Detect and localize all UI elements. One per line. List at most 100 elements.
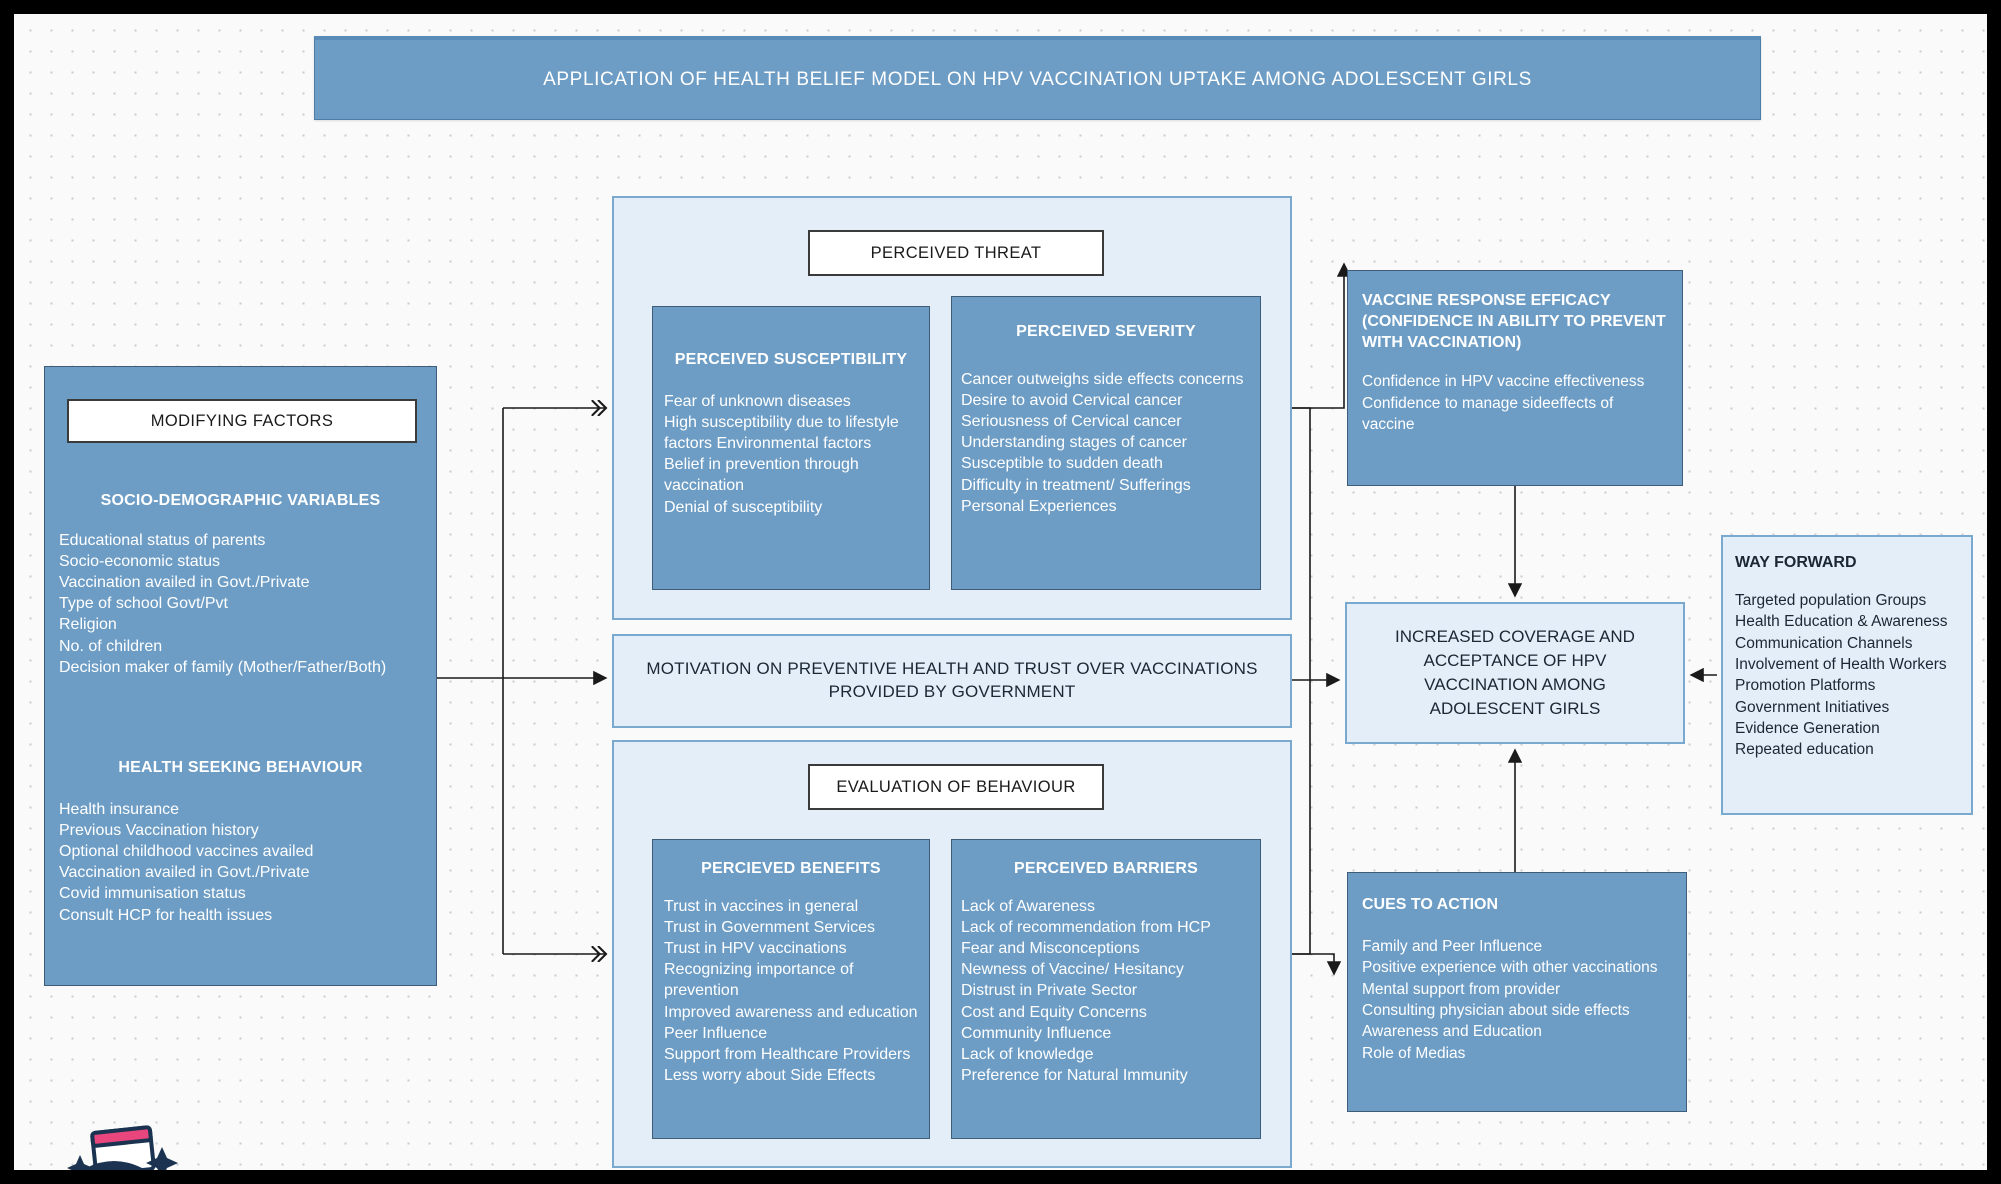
perceived-benefits-list: Trust in vaccines in general Trust in Go… xyxy=(664,896,929,1086)
decorative-sticker-icon xyxy=(67,1125,178,1170)
way-forward-title: WAY FORWARD xyxy=(1735,554,1857,571)
list-item: Family and Peer Influence xyxy=(1362,937,1543,955)
efficacy-list: Confidence in HPV vaccine effectiveness … xyxy=(1362,371,1682,435)
page-title: APPLICATION OF HEALTH BELIEF MODEL ON HP… xyxy=(314,36,1761,120)
list-item: Desire to avoid Cervical cancer xyxy=(961,392,1183,410)
list-item: Confidence in HPV vaccine effectiveness xyxy=(1362,373,1645,391)
perceived-benefits-title: PERCIEVED BENEFITS xyxy=(701,860,881,877)
list-item: Confidence to manage sideeffects of xyxy=(1362,394,1614,412)
list-item: Role of Medias xyxy=(1362,1044,1466,1062)
list-item: Consulting physician about side effects xyxy=(1362,1001,1630,1019)
list-item: Cancer outweighs side effects concerns xyxy=(961,371,1244,388)
evaluation-of-behaviour-group: EVALUATION OF BEHAVIOUR PERCIEVED BENEFI… xyxy=(612,740,1292,1168)
list-item: Socio-economic status xyxy=(59,553,220,571)
cues-to-action-title: CUES TO ACTION xyxy=(1362,896,1499,913)
perceived-susceptibility-box: PERCEIVED SUSCEPTIBILITY Fear of unknown… xyxy=(652,306,930,590)
diagram-canvas: APPLICATION OF HEALTH BELIEF MODEL ON HP… xyxy=(14,14,1987,1170)
list-item: Positive experience with other vaccinati… xyxy=(1362,959,1658,977)
list-item: Type of school Govt/Pvt xyxy=(59,595,228,613)
efficacy-title-line: (CONFIDENCE IN ABILITY TO PREVENT xyxy=(1362,312,1666,330)
list-item: Belief in prevention through xyxy=(664,456,859,474)
perceived-barriers-title: PERCEIVED BARRIERS xyxy=(1013,860,1199,877)
perceived-susceptibility-list: Fear of unknown diseases High susceptibi… xyxy=(664,391,929,518)
list-item: Fear of unknown diseases xyxy=(664,393,851,410)
goal-box: INCREASED COVERAGE AND ACCEPTANCE OF HPV… xyxy=(1345,602,1685,744)
socio-demographic-title: SOCIO-DEMOGRAPHIC VARIABLES xyxy=(100,492,381,509)
perceived-susceptibility-title: PERCEIVED SUSCEPTIBILITY xyxy=(674,351,908,368)
motivation-box: MOTIVATION ON PREVENTIVE HEALTH AND TRUS… xyxy=(612,634,1292,728)
list-item: Preference for Natural Immunity xyxy=(961,1066,1188,1084)
list-item: Religion xyxy=(59,616,117,634)
perceived-threat-group: PERCEIVED THREAT PERCEIVED SUSCEPTIBILIT… xyxy=(612,196,1292,620)
list-item: Trust in vaccines in general xyxy=(664,898,859,915)
modifying-factors-panel: MODIFYING FACTORS SOCIO-DEMOGRAPHIC VARI… xyxy=(44,366,437,986)
list-item: Peer Influence xyxy=(664,1024,768,1042)
list-item: Lack of Awareness xyxy=(961,898,1096,915)
perceived-severity-box: PERCEIVED SEVERITY Cancer outweighs side… xyxy=(951,296,1261,590)
list-item: Educational status of parents xyxy=(59,532,266,549)
list-item: Understanding stages of cancer xyxy=(961,434,1187,452)
list-item: Recognizing importance of xyxy=(664,961,854,979)
list-item: vaccine xyxy=(1362,416,1415,434)
list-item: Distrust in Private Sector xyxy=(961,982,1138,1000)
perceived-severity-list: Cancer outweighs side effects concerns D… xyxy=(961,369,1260,517)
cues-to-action-list: Family and Peer Influence Positive exper… xyxy=(1362,936,1686,1064)
list-item: factors Environmental factors xyxy=(664,435,872,453)
list-item: Repeated education xyxy=(1735,741,1874,759)
list-item: Trust in HPV vaccinations xyxy=(664,940,847,958)
list-item: Involvement of Health Workers xyxy=(1735,655,1947,673)
efficacy-title-line: WITH VACCINATION) xyxy=(1362,333,1522,351)
list-item: Denial of susceptibility xyxy=(664,498,823,516)
health-seeking-title: HEALTH SEEKING BEHAVIOUR xyxy=(118,759,363,776)
list-item: Health insurance xyxy=(59,801,180,818)
list-item: Trust in Government Services xyxy=(664,919,876,937)
modifying-factors-header: MODIFYING FACTORS xyxy=(67,399,417,443)
perceived-severity-title: PERCEIVED SEVERITY xyxy=(1016,323,1196,340)
list-item: Promotion Platforms xyxy=(1735,677,1876,695)
list-item: No. of children xyxy=(59,637,163,655)
vaccine-response-efficacy-box: VACCINE RESPONSE EFFICACY (CONFIDENCE IN… xyxy=(1347,270,1683,486)
list-item: Newness of Vaccine/ Hesitancy xyxy=(961,961,1184,979)
list-item: vaccination xyxy=(664,477,745,495)
list-item: Susceptible to sudden death xyxy=(961,455,1163,473)
list-item: Difficulty in treatment/ Sufferings xyxy=(961,476,1191,494)
list-item: Cost and Equity Concerns xyxy=(961,1003,1147,1021)
list-item: prevention xyxy=(664,982,739,1000)
evaluation-of-behaviour-header: EVALUATION OF BEHAVIOUR xyxy=(808,764,1104,810)
list-item: Covid immunisation status xyxy=(59,885,246,903)
list-item: High susceptibility due to lifestyle xyxy=(664,414,899,432)
list-item: Consult HCP for health issues xyxy=(59,906,273,924)
perceived-threat-header: PERCEIVED THREAT xyxy=(808,230,1104,276)
list-item: Targeted population Groups xyxy=(1735,591,1927,609)
list-item: Improved awareness and education xyxy=(664,1003,918,1021)
perceived-barriers-box: PERCEIVED BARRIERS Lack of Awareness Lac… xyxy=(951,839,1261,1139)
cues-to-action-box: CUES TO ACTION Family and Peer Influence… xyxy=(1347,872,1687,1112)
list-item: Awareness and Education xyxy=(1362,1023,1542,1041)
list-item: Mental support from provider xyxy=(1362,980,1561,998)
list-item: Lack of recommendation from HCP xyxy=(961,919,1211,937)
list-item: Communication Channels xyxy=(1735,634,1913,652)
socio-demographic-list: Educational status of parents Socio-econ… xyxy=(59,530,386,678)
list-item: Seriousness of Cervical cancer xyxy=(961,413,1182,431)
list-item: Decision maker of family (Mother/Father/… xyxy=(59,658,387,676)
list-item: Support from Healthcare Providers xyxy=(664,1045,911,1063)
list-item: Lack of knowledge xyxy=(961,1045,1094,1063)
perceived-benefits-box: PERCIEVED BENEFITS Trust in vaccines in … xyxy=(652,839,930,1139)
efficacy-title: VACCINE RESPONSE EFFICACY (CONFIDENCE IN… xyxy=(1362,291,1682,353)
efficacy-title-line: VACCINE RESPONSE EFFICACY xyxy=(1362,292,1611,309)
list-item: Evidence Generation xyxy=(1735,720,1880,738)
list-item: Vaccination availed in Govt./Private xyxy=(59,574,310,592)
way-forward-list: Targeted population Groups Health Educat… xyxy=(1735,590,1971,761)
health-seeking-list: Health insurance Previous Vaccination hi… xyxy=(59,799,313,926)
list-item: Health Education & Awareness xyxy=(1735,613,1948,631)
list-item: Fear and Misconceptions xyxy=(961,940,1140,958)
perceived-barriers-list: Lack of Awareness Lack of recommendation… xyxy=(961,896,1260,1086)
list-item: Community Influence xyxy=(961,1024,1112,1042)
list-item: Less worry about Side Effects xyxy=(664,1066,876,1084)
list-item: Government Initiatives xyxy=(1735,698,1890,716)
list-item: Personal Experiences xyxy=(961,497,1117,515)
list-item: Previous Vaccination history xyxy=(59,822,259,840)
list-item: Vaccination availed in Govt./Private xyxy=(59,864,310,882)
way-forward-box: WAY FORWARD Targeted population Groups H… xyxy=(1721,535,1973,815)
